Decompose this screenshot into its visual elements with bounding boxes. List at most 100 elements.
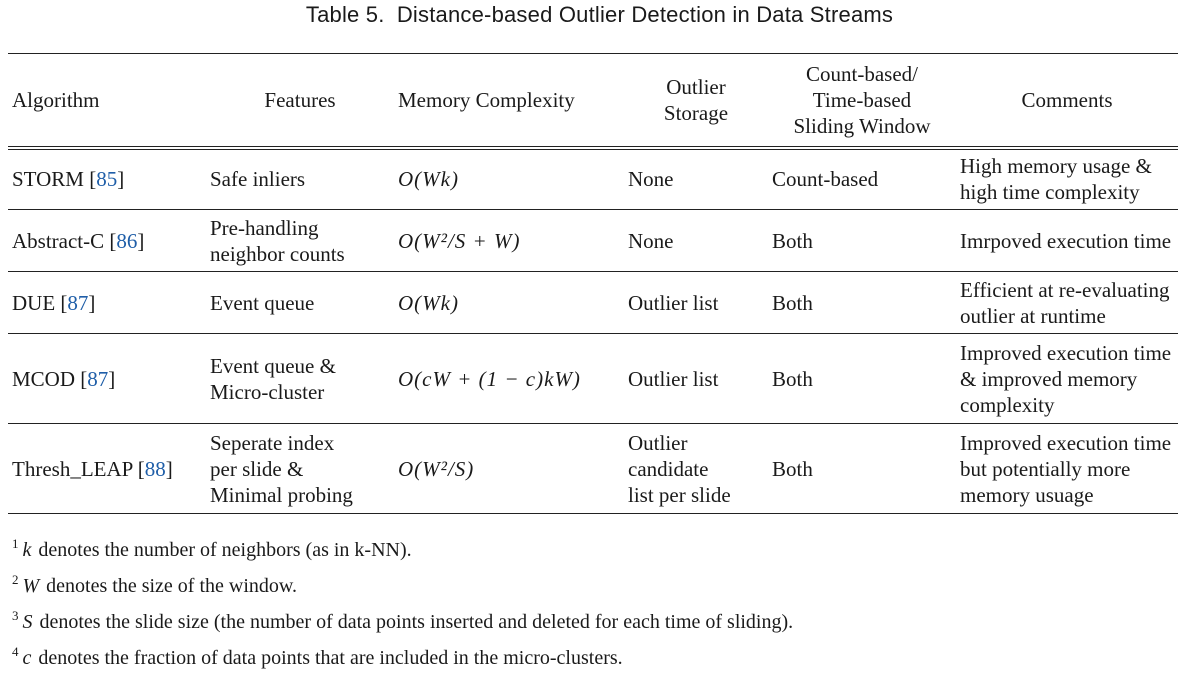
comments-line: Imrpoved execution time (960, 228, 1172, 253)
cell-memory-complexity: O(Wk) (394, 272, 624, 334)
header-algorithm: Algorithm (8, 53, 206, 150)
cell-features: Event queue & Micro-cluster (206, 334, 394, 424)
cell-comments: High memory usage & high time complexity (956, 148, 1178, 210)
features-line: Minimal probing (210, 482, 353, 507)
header-sliding-window-line: Time-based (812, 87, 912, 112)
comments-line: High memory usage & (960, 154, 1152, 179)
footnote-number: 2 (12, 572, 19, 587)
citation-link[interactable]: 87 (67, 290, 89, 315)
storage-line: None (628, 167, 674, 192)
storage-line: Outlier list (628, 366, 719, 391)
header-outlier-storage: Outlier Storage (624, 53, 768, 150)
cell-sliding-window: Count-based (772, 167, 879, 192)
comments-line: high time complexity (960, 180, 1140, 205)
comments-line: memory usuage (960, 482, 1094, 507)
cell-memory-complexity: O(Wk) (394, 148, 624, 210)
cell-algorithm: MCOD [87] (8, 334, 206, 424)
closing-bracket: ] (88, 290, 96, 315)
storage-line: list per slide (628, 482, 731, 507)
header-memory-complexity: Memory Complexity (394, 53, 624, 150)
header-comments: Comments (956, 53, 1178, 150)
cell-outlier-storage: None (624, 148, 768, 210)
algorithm-name: DUE [ (12, 290, 68, 315)
footnote-variable: W (22, 575, 40, 597)
cell-algorithm: Thresh_LEAP [88] (8, 424, 206, 514)
footnote-number: 3 (12, 608, 19, 623)
header-row: Algorithm Features Memory Complexity Out… (8, 53, 1178, 150)
features-line: per slide & (210, 456, 304, 481)
footnote-text: denotes the size of the window. (46, 575, 298, 597)
table-title: Distance-based Outlier Detection in Data… (396, 2, 894, 27)
memory-complexity-formula: O(Wk) (398, 290, 459, 315)
cell-algorithm: DUE [87] (8, 272, 206, 334)
header-outlier-storage-line: Outlier (666, 74, 726, 99)
algorithm-name: STORM [ (12, 167, 97, 192)
footnote-text: denotes the fraction of data points that… (38, 647, 623, 669)
cell-features: Seperate index per slide & Minimal probi… (206, 424, 394, 514)
footnote-variable: c (22, 647, 32, 669)
features-line: Event queue & (210, 353, 336, 378)
citation-link[interactable]: 88 (144, 456, 166, 481)
cell-features: Event queue (206, 272, 394, 334)
table-row: MCOD [87] Event queue & Micro-cluster O(… (8, 334, 1178, 424)
cell-outlier-storage: None (624, 210, 768, 272)
outlier-detection-table: Algorithm Features Memory Complexity Out… (8, 53, 1178, 514)
cell-outlier-storage: Outlier list (624, 334, 768, 424)
cell-sliding-window: Both (772, 456, 813, 481)
cell-algorithm: STORM [85] (8, 148, 206, 210)
cell-comments: Imrpoved execution time (956, 210, 1178, 272)
footnote-number: 4 (12, 644, 19, 659)
storage-line: candidate (628, 456, 709, 481)
table-row: Thresh_LEAP [88] Seperate index per slid… (8, 424, 1178, 514)
cell-outlier-storage: Outlier candidate list per slide (624, 424, 768, 514)
header-sliding-window-line: Sliding Window (793, 113, 931, 138)
comments-line: but potentially more (960, 456, 1131, 481)
footnote-text: denotes the slide size (the number of da… (39, 611, 794, 633)
header-sliding-window: Count-based/ Time-based Sliding Window (768, 53, 956, 150)
citation-link[interactable]: 87 (87, 366, 109, 391)
storage-line: Outlier list (628, 290, 719, 315)
storage-line: Outlier (628, 430, 688, 455)
memory-complexity-formula: O(Wk) (398, 167, 459, 192)
citation-link[interactable]: 85 (96, 167, 118, 192)
features-line: Seperate index (210, 430, 335, 455)
cell-memory-complexity: O(cW + (1 − c)kW) (394, 334, 624, 424)
comments-line: Efficient at re-evaluating (960, 277, 1170, 302)
features-line: Micro-cluster (210, 379, 325, 404)
cell-outlier-storage: Outlier list (624, 272, 768, 334)
storage-line: None (628, 228, 674, 253)
algorithm-name: Thresh_LEAP [ (12, 456, 145, 481)
cell-features: Safe inliers (206, 148, 394, 210)
citation-link[interactable]: 86 (116, 228, 138, 253)
table-label: Table 5. (305, 2, 385, 27)
comments-line: Improved execution time (960, 340, 1172, 365)
closing-bracket: ] (117, 167, 125, 192)
memory-complexity-formula: O(W²/S + W) (398, 228, 521, 253)
closing-bracket: ] (108, 366, 116, 391)
comments-line: Improved execution time (960, 430, 1172, 455)
table-row: DUE [87] Event queue O(Wk) Outlier list … (8, 272, 1178, 334)
footnote-number: 1 (12, 536, 19, 551)
header-sliding-window-line: Count-based/ (806, 61, 918, 86)
cell-comments: Efficient at re-evaluating outlier at ru… (956, 272, 1178, 334)
closing-bracket: ] (137, 228, 145, 253)
table-row: Abstract-C [86] Pre-handling neighbor co… (8, 210, 1178, 272)
memory-complexity-formula: O(cW + (1 − c)kW) (398, 366, 581, 391)
memory-complexity-formula: O(W²/S) (398, 456, 475, 481)
header-features: Features (206, 53, 394, 150)
cell-memory-complexity: O(W²/S + W) (394, 210, 624, 272)
table-caption: Table 5. Distance-based Outlier Detectio… (0, 0, 1199, 30)
algorithm-name: MCOD [ (12, 366, 88, 391)
cell-algorithm: Abstract-C [86] (8, 210, 206, 272)
cell-features: Pre-handling neighbor counts (206, 210, 394, 272)
footnote-variable: k (22, 539, 32, 561)
closing-bracket: ] (165, 456, 173, 481)
features-line: Pre-handling (210, 215, 319, 240)
comments-line: & improved memory (960, 366, 1138, 391)
header-outlier-storage-line: Storage (663, 100, 729, 125)
cell-comments: Improved execution time but potentially … (956, 424, 1178, 514)
